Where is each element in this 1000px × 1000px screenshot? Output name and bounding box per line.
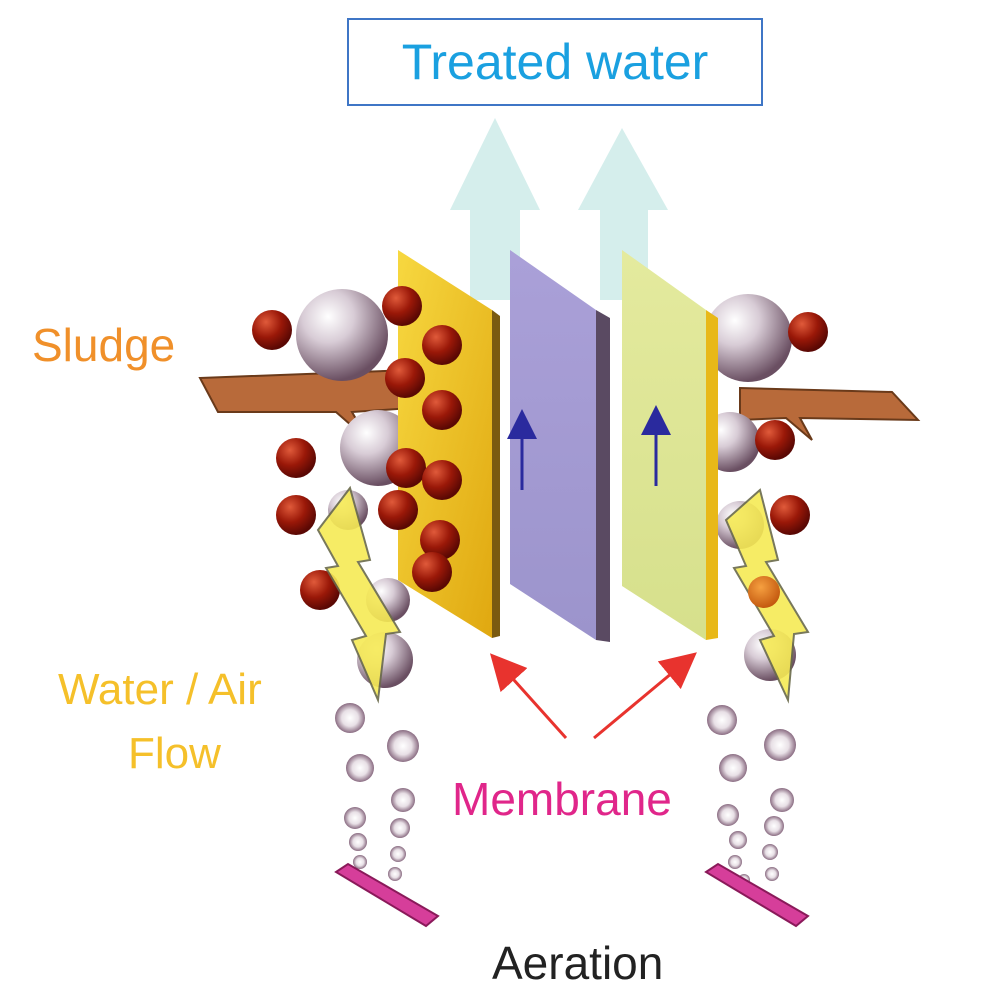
aerator-left [334, 862, 440, 928]
treated-water-label: Treated water [401, 34, 709, 90]
sludge-label: Sludge [32, 319, 176, 371]
water-air-flow-arrow-left [316, 485, 402, 704]
water-air-flow-arrow-right [724, 488, 810, 704]
aeration-label: Aeration [492, 937, 664, 989]
upward-flow-arrows [507, 405, 671, 490]
aerator-right [704, 862, 810, 928]
treated-water-box: Treated water [347, 18, 763, 106]
water-air-label: Water / Air [58, 665, 262, 714]
aeration-bubbles-right [707, 705, 796, 886]
aeration-bubbles-left [335, 703, 419, 886]
membrane-label: Membrane [452, 773, 672, 825]
membrane-panel-left [510, 250, 610, 642]
membrane-panel-right [622, 250, 718, 640]
membrane-pointer-arrows [489, 652, 697, 740]
treated-water-arrow-right [578, 128, 668, 300]
treated-water-arrow-left [450, 118, 540, 300]
sludge-particles [252, 286, 828, 610]
flow-label: Flow [128, 729, 221, 778]
